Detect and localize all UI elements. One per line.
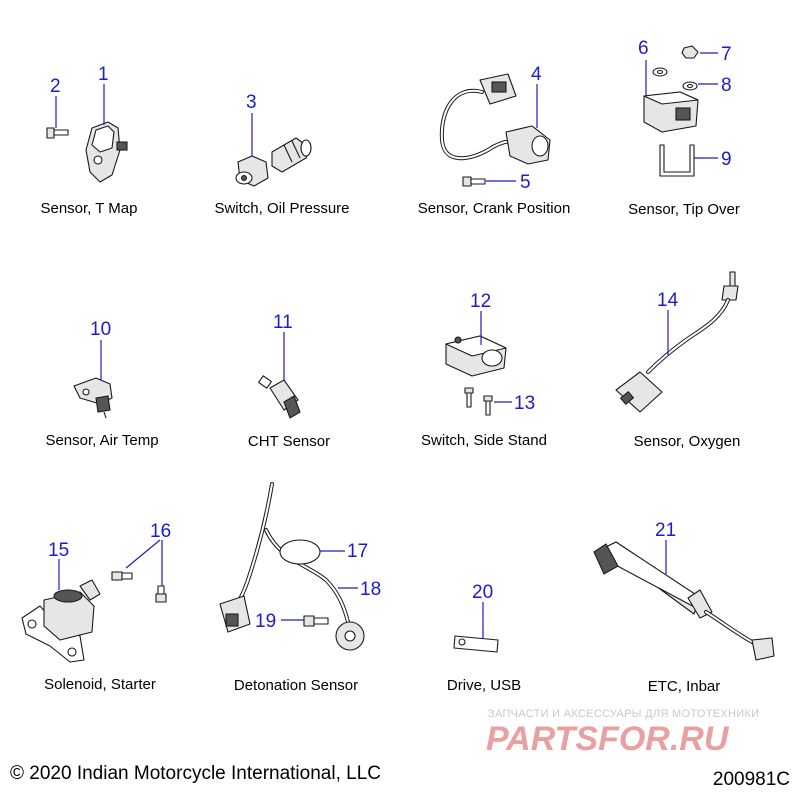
tip-over-sensor-illustration [643,45,699,177]
callout-5: 5 [520,172,531,193]
callout-4: 4 [531,64,542,85]
t-map-sensor-illustration [46,121,128,183]
cht-sensor-illustration [258,375,301,419]
callout-20: 20 [472,582,493,603]
watermark-tagline: ЗАПЧАСТИ И АКСЕССУАРЫ ДЛЯ МОТОТЕХНИКИ [488,708,759,720]
callout-13: 13 [514,393,535,414]
part-group-starter-solenoid: 15 16 Solenoid, Starter [21,521,171,693]
part-label: Switch, Side Stand [421,432,547,449]
part-group-usb-drive: 20 Drive, USB [447,582,521,694]
part-label: ETC, Inbar [648,678,721,695]
part-group-side-stand-switch: 12 13 Switch, Side Stand [421,291,547,449]
callout-7: 7 [721,44,732,65]
part-group-cht-sensor: 11 CHT Sensor [248,312,330,450]
figure-number: 200981C [713,769,790,790]
part-group-tip-over-sensor: 6 7 8 9 Sensor, Tip Over [628,38,740,218]
etc-inbar-illustration [593,541,775,661]
callout-17: 17 [347,541,368,562]
callout-9: 9 [721,149,732,170]
part-label: Solenoid, Starter [44,676,156,693]
starter-solenoid-illustration [21,571,167,663]
callout-21: 21 [655,520,676,541]
callout-15: 15 [48,540,69,561]
callout-6: 6 [638,38,649,59]
callout-3: 3 [246,92,257,113]
oxygen-sensor-illustration [615,271,739,413]
callout-19: 19 [255,611,276,632]
part-group-oxygen-sensor: 14 Sensor, Oxygen [615,271,741,450]
usb-drive-illustration [453,635,499,653]
part-label: Sensor, T Map [40,200,137,217]
part-label: Drive, USB [447,677,521,694]
part-group-detonation-sensor: 17 18 19 Detonation Sensor [219,482,381,694]
part-label: Sensor, Tip Over [628,201,740,218]
watermark-brand: PARTSFOR.RU [486,720,730,758]
side-stand-switch-illustration [445,335,507,416]
crank-position-sensor-illustration [439,73,551,187]
part-group-oil-pressure-switch: 3 Switch, Oil Pressure [214,92,349,217]
part-group-t-map-sensor: 1 2 Sensor, T Map [40,64,137,217]
callout-14: 14 [657,290,679,311]
callout-18: 18 [360,579,381,600]
part-label: Switch, Oil Pressure [214,200,349,217]
part-label: Sensor, Crank Position [418,200,571,217]
part-group-etc-inbar: 21 ETC, Inbar [593,520,775,695]
part-group-crank-position-sensor: 4 5 Sensor, Crank Position [418,64,571,217]
detonation-sensor-illustration [219,482,365,651]
watermark: ЗАПЧАСТИ И АКСЕССУАРЫ ДЛЯ МОТОТЕХНИКИ PA… [486,708,759,758]
copyright-text: © 2020 Indian Motorcycle International, … [10,763,381,784]
part-label: Sensor, Air Temp [45,432,158,449]
callout-11: 11 [273,312,293,333]
part-label: Sensor, Oxygen [634,433,741,450]
part-group-air-temp-sensor: 10 Sensor, Air Temp [45,319,158,449]
callout-12: 12 [470,291,491,312]
oil-pressure-switch-illustration [235,137,312,187]
air-temp-sensor-illustration [73,377,113,419]
callout-16: 16 [150,521,171,542]
callout-2: 2 [50,76,61,97]
callout-10: 10 [90,319,111,340]
callout-1: 1 [98,64,109,85]
callout-8: 8 [721,75,732,96]
part-label: Detonation Sensor [234,677,358,694]
part-label: CHT Sensor [248,433,330,450]
